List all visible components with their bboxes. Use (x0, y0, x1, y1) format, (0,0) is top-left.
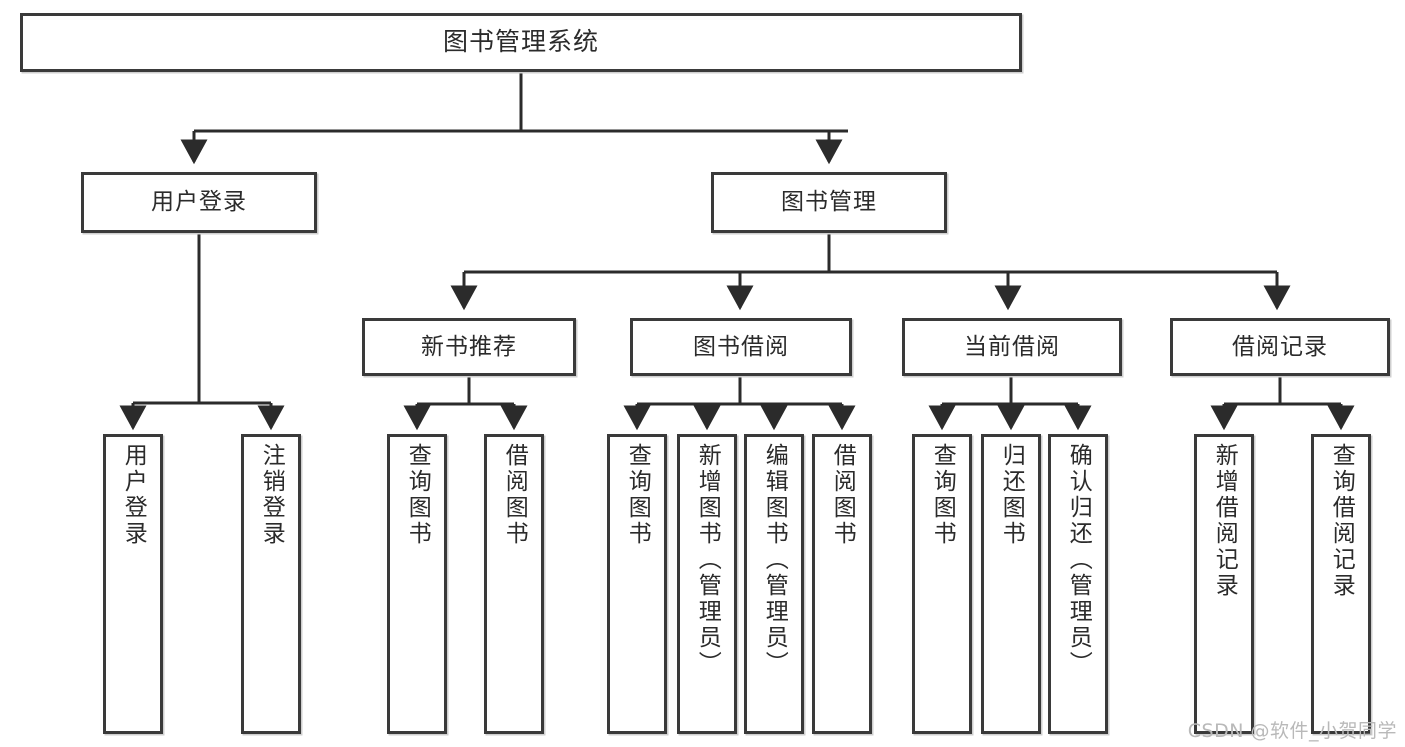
node-user-login[interactable]: 用户登录 (81, 172, 317, 233)
node-leaf-query-book-1[interactable]: 查询图书 (387, 434, 447, 734)
node-leaf-add-book[interactable]: 新增图书（管理员） (677, 434, 737, 734)
node-current-borrow-label: 当前借阅 (964, 333, 1060, 360)
node-book-manage-label: 图书管理 (781, 189, 877, 216)
node-leaf-query-record[interactable]: 查询借阅记录 (1311, 434, 1371, 734)
node-root[interactable]: 图书管理系统 (20, 13, 1022, 72)
node-book-manage[interactable]: 图书管理 (711, 172, 947, 233)
node-leaf-borrow-book-1-label: 借阅图书 (501, 443, 528, 547)
node-leaf-user-login-label: 用户登录 (120, 443, 147, 547)
node-root-label: 图书管理系统 (442, 27, 599, 57)
node-leaf-query-book-2[interactable]: 查询图书 (607, 434, 667, 734)
node-leaf-return-book[interactable]: 归还图书 (981, 434, 1041, 734)
node-user-login-label: 用户登录 (151, 189, 247, 216)
node-borrow-record[interactable]: 借阅记录 (1170, 318, 1390, 376)
node-leaf-logout-login[interactable]: 注销登录 (241, 434, 301, 734)
node-leaf-query-book-2-label: 查询图书 (624, 443, 651, 547)
node-leaf-borrow-book-1[interactable]: 借阅图书 (484, 434, 544, 734)
node-borrow-record-label: 借阅记录 (1232, 333, 1328, 360)
node-leaf-add-record[interactable]: 新增借阅记录 (1194, 434, 1254, 734)
node-current-borrow[interactable]: 当前借阅 (902, 318, 1122, 376)
node-leaf-confirm-return-label: 确认归还（管理员） (1065, 443, 1092, 677)
node-leaf-query-book-3[interactable]: 查询图书 (912, 434, 972, 734)
node-book-borrow[interactable]: 图书借阅 (630, 318, 852, 376)
node-leaf-edit-book-label: 编辑图书（管理员） (761, 443, 788, 677)
node-leaf-return-book-label: 归还图书 (998, 443, 1025, 547)
node-new-book-rec[interactable]: 新书推荐 (362, 318, 576, 376)
node-leaf-logout-login-label: 注销登录 (258, 443, 285, 547)
node-leaf-user-login[interactable]: 用户登录 (103, 434, 163, 734)
watermark-text: CSDN @软件_小贺同学 (1187, 720, 1397, 742)
node-leaf-query-record-label: 查询借阅记录 (1328, 443, 1355, 599)
node-leaf-query-book-1-label: 查询图书 (404, 443, 431, 547)
node-leaf-borrow-book-2[interactable]: 借阅图书 (812, 434, 872, 734)
node-leaf-add-book-label: 新增图书（管理员） (694, 443, 721, 677)
node-leaf-edit-book[interactable]: 编辑图书（管理员） (744, 434, 804, 734)
node-book-borrow-label: 图书借阅 (693, 333, 789, 360)
node-leaf-query-book-3-label: 查询图书 (929, 443, 956, 547)
node-leaf-borrow-book-2-label: 借阅图书 (829, 443, 856, 547)
node-leaf-confirm-return[interactable]: 确认归还（管理员） (1048, 434, 1108, 734)
node-new-book-rec-label: 新书推荐 (421, 333, 517, 360)
node-leaf-add-record-label: 新增借阅记录 (1211, 443, 1238, 599)
